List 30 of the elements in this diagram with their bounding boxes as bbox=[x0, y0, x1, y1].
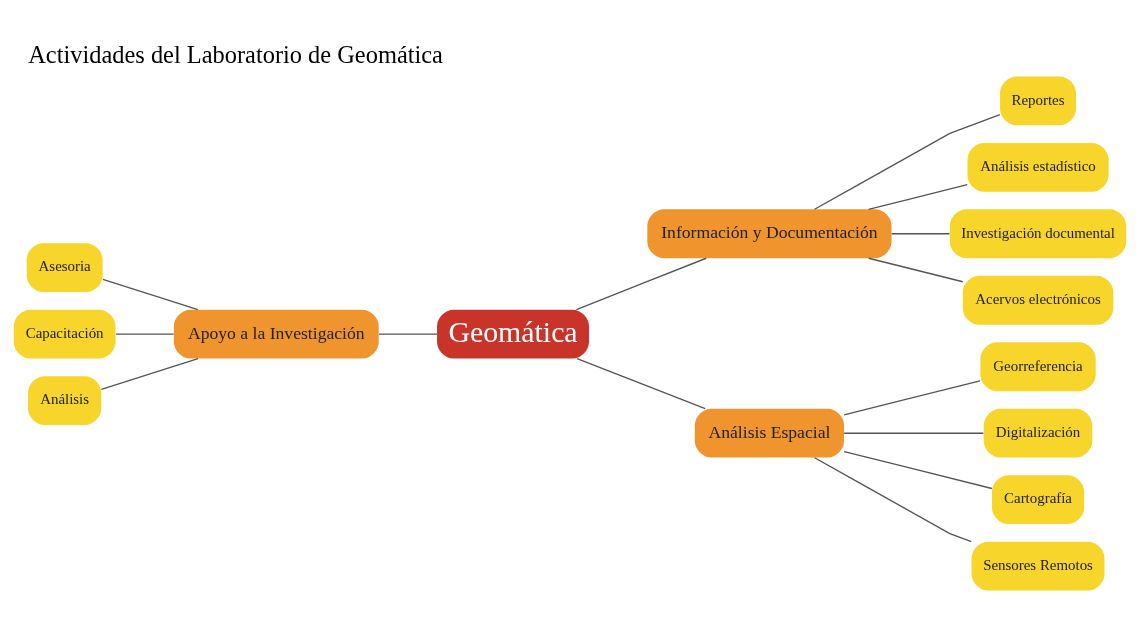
node-box: Digitalización bbox=[983, 408, 1093, 458]
node-box: Acervos electrónicos bbox=[962, 275, 1114, 325]
connector bbox=[843, 379, 981, 416]
connector bbox=[843, 450, 993, 489]
node-box: Análisis Espacial bbox=[694, 408, 845, 458]
connector bbox=[813, 113, 1001, 210]
connector bbox=[843, 432, 985, 434]
node-box: Capacitación bbox=[13, 309, 116, 359]
node-box: Información y Documentación bbox=[647, 208, 892, 258]
connector bbox=[575, 257, 707, 310]
connector bbox=[115, 333, 175, 335]
node-box: Asesoria bbox=[26, 242, 103, 292]
connector bbox=[868, 183, 968, 210]
node-box: Investigación documental bbox=[949, 208, 1127, 258]
connector bbox=[378, 333, 438, 335]
node-box: Apoyo a la Investigación bbox=[173, 309, 379, 359]
node-box: Cartografía bbox=[991, 474, 1085, 524]
diagram-title: Actividades del Laboratorio de Geomática bbox=[28, 40, 443, 68]
connector bbox=[102, 278, 199, 310]
node-box: Georreferencia bbox=[980, 341, 1096, 391]
node-box: Análisis bbox=[28, 375, 102, 425]
node-box: Reportes bbox=[1000, 75, 1076, 125]
connector bbox=[813, 456, 972, 542]
node-box: Sensores Remotos bbox=[971, 541, 1105, 591]
node-box: Geomática bbox=[437, 309, 589, 359]
connector bbox=[100, 357, 199, 390]
connector bbox=[576, 357, 706, 409]
connector bbox=[868, 257, 964, 282]
connector bbox=[891, 232, 951, 234]
node-box: Análisis estadístico bbox=[967, 142, 1109, 192]
